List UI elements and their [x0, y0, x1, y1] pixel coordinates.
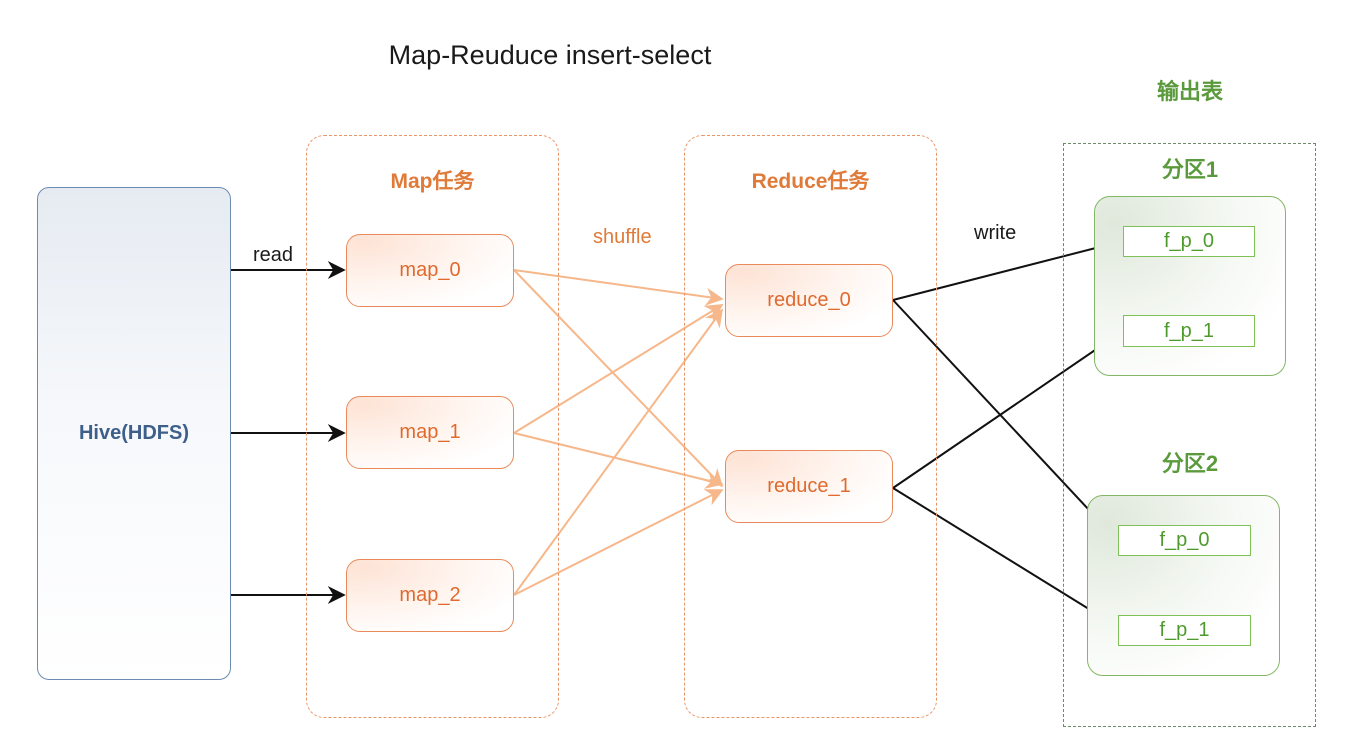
partition-2-file-1: f_p_1 — [1118, 615, 1251, 646]
diagram-title: Map-Reuduce insert-select — [0, 40, 1100, 71]
shuffle-arrow-m1-r0 — [513, 304, 724, 434]
output-table-title: 输出表 — [1156, 79, 1223, 104]
partition-1-box — [1094, 196, 1286, 376]
map-task-group-label: Map任务 — [390, 170, 475, 193]
reduce-task-group — [684, 135, 937, 718]
reduce-node-0-label: reduce_0 — [767, 289, 851, 311]
map-node-0-label: map_0 — [399, 259, 461, 281]
output-table-group — [1063, 143, 1316, 727]
shuffle-arrow-m0-r0 — [513, 269, 724, 306]
hive-source-label: Hive(HDFS) — [78, 422, 189, 444]
reduce-node-0: reduce_0 — [725, 264, 893, 337]
shuffle-arrow-m2-r1 — [513, 489, 724, 596]
reduce-node-1: reduce_1 — [725, 450, 893, 523]
shuffle-arrow-m0-r1 — [513, 269, 724, 488]
reduce-node-1-label: reduce_1 — [767, 475, 851, 497]
shuffle-label: shuffle — [593, 226, 652, 248]
write-arrow-r1-p1f1 — [892, 329, 1125, 489]
partition-1-label: 分区1 — [1161, 157, 1219, 182]
diagram-title-text: Map-Reuduce insert-select — [388, 40, 712, 70]
partition-1-file-1-label: f_p_1 — [1163, 319, 1215, 342]
partition-2-file-0: f_p_0 — [1118, 525, 1251, 556]
map-node-2: map_2 — [346, 559, 514, 632]
write-arrow-r0-p2f0 — [892, 299, 1120, 543]
map-node-2-label: map_2 — [399, 584, 461, 606]
map-task-group — [306, 135, 559, 718]
write-arrow-r1-p2f1 — [892, 487, 1120, 628]
partition-2-box — [1087, 495, 1280, 676]
read-label: read — [253, 244, 294, 266]
hive-source-node: Hive(HDFS) — [37, 187, 231, 680]
partition-2-label: 分区2 — [1161, 451, 1219, 476]
map-node-1-label: map_1 — [399, 421, 461, 443]
write-label: write — [974, 222, 1017, 244]
write-arrow-r0-p1f0 — [892, 236, 1125, 301]
shuffle-arrow-m2-r0 — [513, 308, 724, 596]
partition-1-file-0: f_p_0 — [1123, 226, 1255, 257]
map-node-1: map_1 — [346, 396, 514, 469]
partition-1-file-0-label: f_p_0 — [1163, 230, 1215, 252]
map-node-0: map_0 — [346, 234, 514, 307]
reduce-task-group-label: Reduce任务 — [751, 170, 870, 193]
partition-2-file-1-label: f_p_1 — [1159, 619, 1210, 641]
partition-1-file-1: f_p_1 — [1123, 315, 1255, 347]
partition-2-file-0-label: f_p_0 — [1159, 529, 1210, 551]
shuffle-arrow-m1-r1 — [513, 432, 724, 489]
